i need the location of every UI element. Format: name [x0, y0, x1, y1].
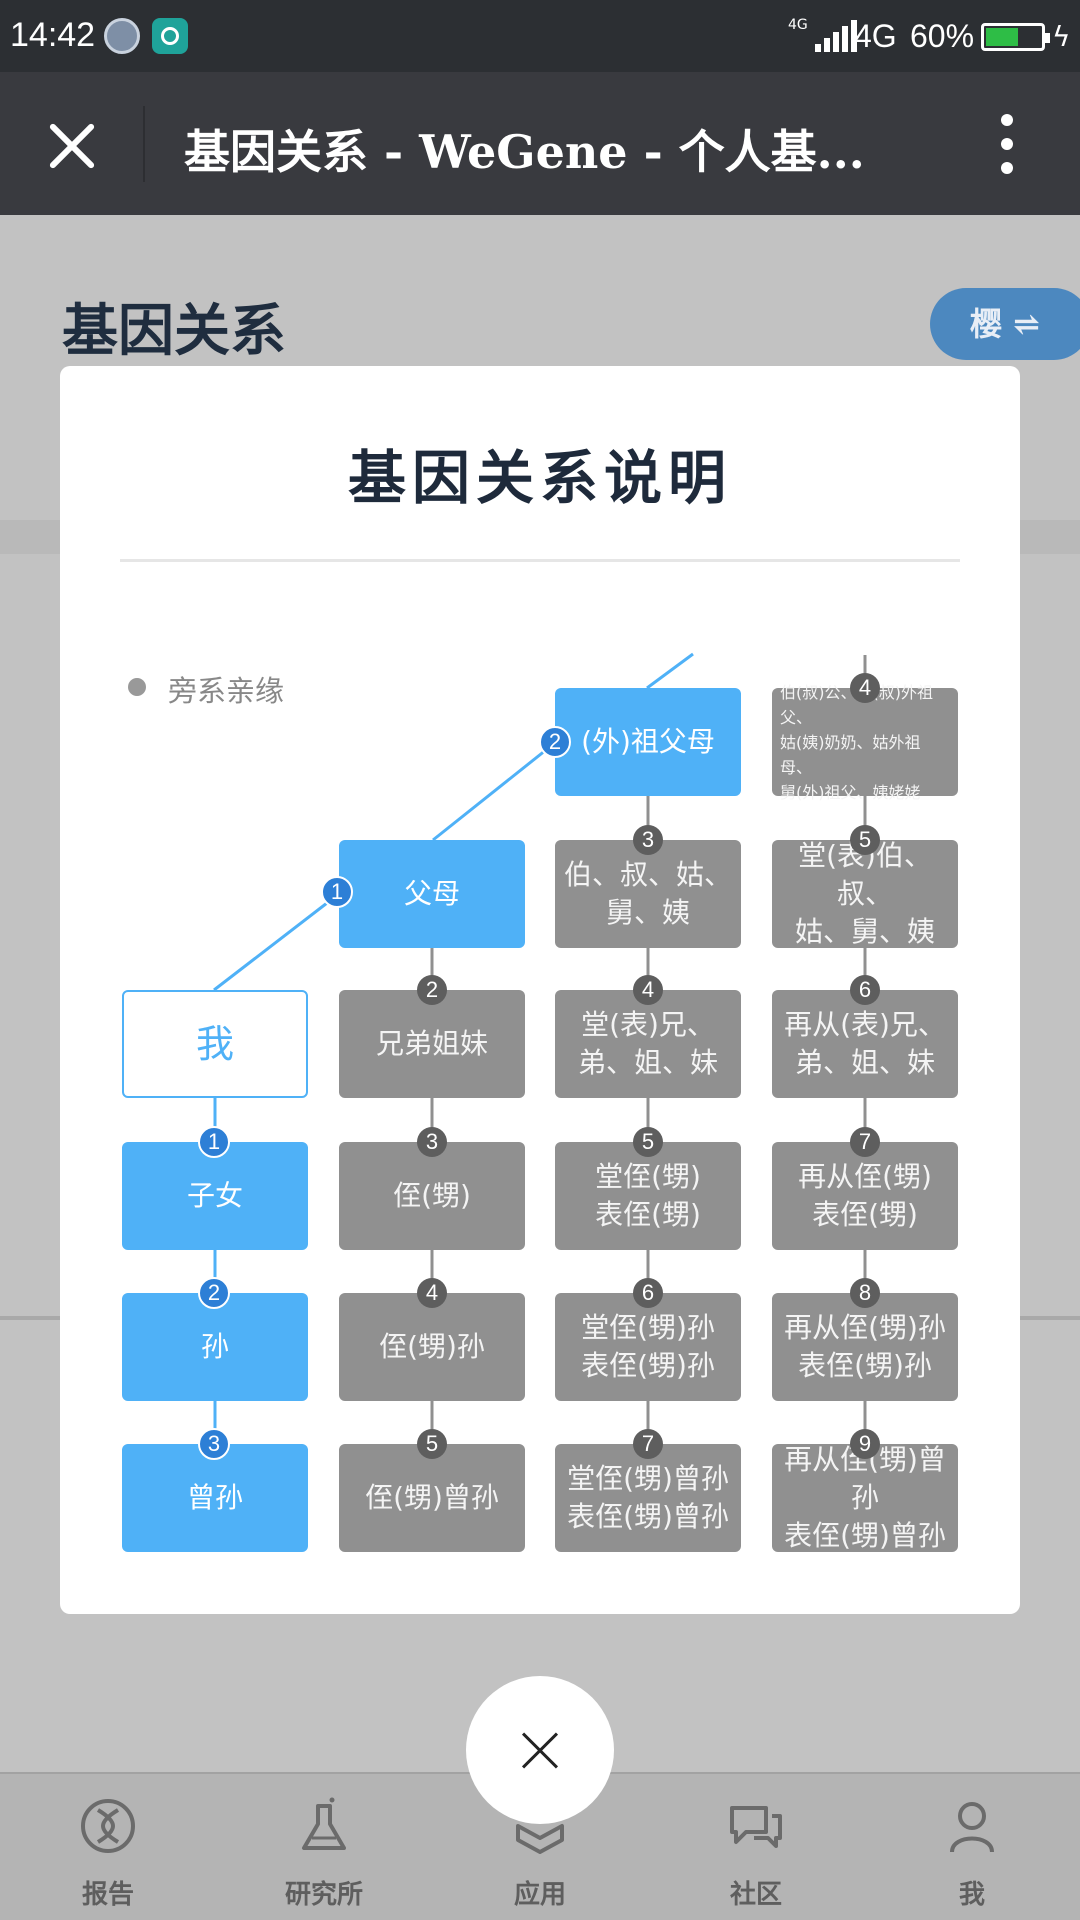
nav-label-lab: 研究所 — [284, 1880, 363, 1910]
badge-second-cousin-child: 7 — [850, 1127, 880, 1157]
badge-grandparents: 2 — [539, 726, 571, 758]
nav-item-apps[interactable]: 应用 — [460, 1774, 620, 1920]
badge-cousin-child: 5 — [633, 1127, 663, 1157]
badge-second-cousins: 6 — [850, 975, 880, 1005]
node-nephew-great: 侄(甥)曾孙 — [339, 1444, 525, 1552]
node-siblings: 兄弟姐妹 — [339, 990, 525, 1098]
node-second-cousin-great: 再从侄(甥)曾孙 表侄(甥)曾孙 — [772, 1443, 958, 1552]
battery-percent: 60% — [910, 18, 975, 54]
status-time: 14:42 — [10, 16, 96, 54]
node-nephew: 侄(甥) — [339, 1142, 525, 1250]
window-title: 基因关系 - WeGene - 个人基... — [184, 125, 865, 179]
nav-item-me[interactable]: 我 — [892, 1774, 1052, 1920]
node-second-uncles: 堂(表)伯、叔、 姑、舅、姨 — [772, 839, 958, 948]
badge-cousin-great: 7 — [633, 1429, 663, 1459]
network-small-label: 4G — [788, 17, 808, 33]
node-cousin-great: 堂侄(甥)曾孙 表侄(甥)曾孙 — [555, 1444, 741, 1552]
nav-label-community: 社区 — [729, 1880, 782, 1910]
legend-label: 旁系亲缘 — [168, 674, 285, 708]
badge-nephew-great: 5 — [417, 1429, 447, 1459]
switch-user-button[interactable]: 樱 ⇌ — [930, 288, 1080, 360]
node-second-cousins: 再从(表)兄、 弟、姐、妹 — [772, 990, 958, 1098]
chat-icon — [730, 1806, 782, 1848]
node-parents: 父母 — [339, 840, 525, 948]
node-second-cousin-grandchild: 再从侄(甥)孙 表侄(甥)孙 — [772, 1293, 958, 1401]
battery-fill — [986, 28, 1019, 46]
badge-parents: 1 — [321, 876, 353, 908]
nav-item-lab[interactable]: 研究所 — [244, 1774, 404, 1920]
node-cousin-grandchild: 堂侄(甥)孙 表侄(甥)孙 — [555, 1293, 741, 1401]
node-grandchild: 孙 — [122, 1293, 308, 1401]
close-modal-button[interactable] — [466, 1676, 614, 1824]
badge-cousins: 4 — [633, 975, 663, 1005]
badge-uncles: 3 — [633, 825, 663, 855]
signal-icon — [815, 20, 859, 52]
modal-title: 基因关系说明 — [347, 444, 732, 512]
node-me: 我 — [122, 990, 308, 1098]
box-icon — [516, 1824, 564, 1854]
badge-cousin-grandchild: 6 — [633, 1278, 663, 1308]
title-divider — [143, 106, 145, 182]
legend-dot-icon — [128, 678, 146, 696]
page-title: 基因关系 — [62, 298, 286, 364]
node-cousin-child: 堂侄(甥) 表侄(甥) — [555, 1142, 741, 1250]
node-cousins: 堂(表)兄、 弟、姐、妹 — [555, 990, 741, 1098]
badge-second-uncles: 5 — [850, 825, 880, 855]
charging-icon: ϟ — [1052, 20, 1071, 53]
nav-label-me: 我 — [958, 1880, 985, 1910]
dna-icon — [81, 1799, 135, 1853]
modal-divider — [120, 559, 960, 562]
node-grandparents: (外)祖父母 — [555, 688, 741, 796]
badge-grandchild: 2 — [198, 1277, 230, 1309]
flask-icon — [302, 1797, 346, 1850]
badge-second-cousin-grandchild: 8 — [850, 1278, 880, 1308]
node-second-cousin-child: 再从侄(甥) 表侄(甥) — [772, 1142, 958, 1250]
status-bar: 14:42 4G 4G 60% ϟ — [0, 0, 1080, 72]
shield-app-icon — [104, 18, 140, 54]
badge-siblings: 2 — [417, 975, 447, 1005]
node-great-grandchild: 曾孙 — [122, 1444, 308, 1552]
nav-label-report: 报告 — [81, 1880, 134, 1910]
network-type: 4G — [854, 18, 897, 54]
node-grand-uncles: 伯(叔)公、伯(叔)外祖父、 姑(姨)奶奶、姑外祖母、 舅(外)祖父、姨姥姥 — [772, 683, 958, 802]
battery-icon — [981, 23, 1050, 51]
title-bar: 基因关系 - WeGene - 个人基... — [0, 72, 1080, 215]
user-icon — [950, 1802, 994, 1853]
badge-grand-uncles: 4 — [850, 673, 880, 703]
nav-item-report[interactable]: 报告 — [28, 1774, 188, 1920]
hotspot-app-icon — [152, 18, 188, 54]
nav-label-apps: 应用 — [513, 1880, 566, 1910]
nav-item-community[interactable]: 社区 — [676, 1774, 836, 1920]
badge-nephew: 3 — [417, 1127, 447, 1157]
more-vertical-icon[interactable] — [996, 114, 1020, 174]
node-child: 子女 — [122, 1142, 308, 1250]
badge-nephew-grandchild: 4 — [417, 1278, 447, 1308]
node-uncles: 伯、叔、姑、 舅、姨 — [555, 840, 741, 948]
badge-child: 1 — [198, 1126, 230, 1158]
badge-great-grandchild: 3 — [198, 1428, 230, 1460]
node-nephew-grandchild: 侄(甥)孙 — [339, 1293, 525, 1401]
badge-second-cousin-great: 9 — [850, 1429, 880, 1459]
